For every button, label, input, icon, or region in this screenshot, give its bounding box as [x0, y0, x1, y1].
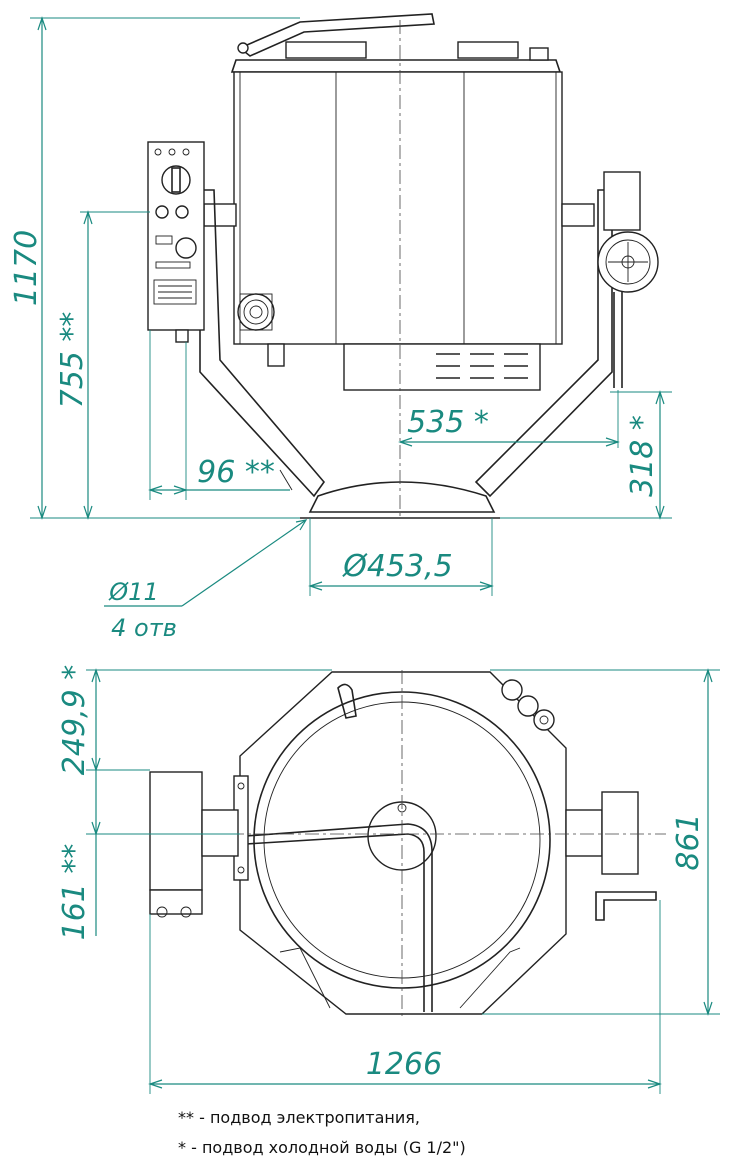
depth-label: 861 — [671, 813, 706, 870]
water-height-label: 318 * — [625, 415, 660, 497]
water-offset-label: 535 * — [407, 405, 489, 440]
width-label: 1266 — [366, 1047, 442, 1082]
height-label: 1170 — [9, 230, 44, 306]
trunnion-left — [203, 203, 237, 227]
trunnion-right — [561, 203, 595, 227]
foot-right — [459, 947, 521, 1009]
top-offset-label: 249,9 * — [57, 665, 92, 775]
elec-top-offset-label: 161 ** — [57, 844, 92, 941]
top-view — [130, 670, 666, 1016]
kettle-body — [233, 71, 563, 345]
lid-handle — [238, 13, 435, 57]
elec-offset-label: 96 ** — [197, 455, 275, 490]
control-box — [147, 141, 205, 343]
valve-handwheel — [597, 171, 659, 388]
front-dimensions — [30, 16, 672, 607]
legend-electric: ** - подвод электропитания, — [178, 1108, 420, 1127]
lid-top — [230, 59, 562, 73]
stand-pedestal — [308, 481, 496, 513]
lid-latch — [529, 47, 549, 61]
pressure-gauge — [237, 293, 275, 331]
lid-cap-left — [285, 41, 367, 59]
top-dimensions — [86, 668, 720, 1094]
lid-handle-top — [337, 683, 357, 719]
elec-height-label: 755 ** — [55, 312, 90, 409]
valve-lever — [595, 891, 657, 921]
trunnion-left-top — [201, 809, 239, 857]
cable-stub — [279, 469, 293, 491]
foot-left — [279, 947, 331, 1009]
control-terminals — [149, 889, 203, 915]
vent-slots — [436, 353, 528, 379]
hole-count-label: 4 отв — [111, 614, 177, 642]
handle-pivot — [237, 42, 249, 54]
front-view — [147, 13, 659, 519]
heater-block — [343, 343, 541, 391]
control-box-top — [149, 771, 203, 891]
hole-diameter-label: Ø11 — [108, 578, 158, 606]
legend-water: * - подвод холодной воды (G 1/2") — [178, 1138, 466, 1157]
trunnion-right-top — [565, 809, 603, 857]
valve-body-top — [601, 791, 639, 875]
lid-cap-right — [457, 41, 519, 59]
gear-assembly — [501, 679, 555, 731]
drain-stub — [267, 343, 285, 367]
base-diameter-label: Ø453,5 — [341, 549, 453, 584]
stand-leg-left — [199, 189, 326, 498]
hole-leader-line — [181, 519, 307, 607]
